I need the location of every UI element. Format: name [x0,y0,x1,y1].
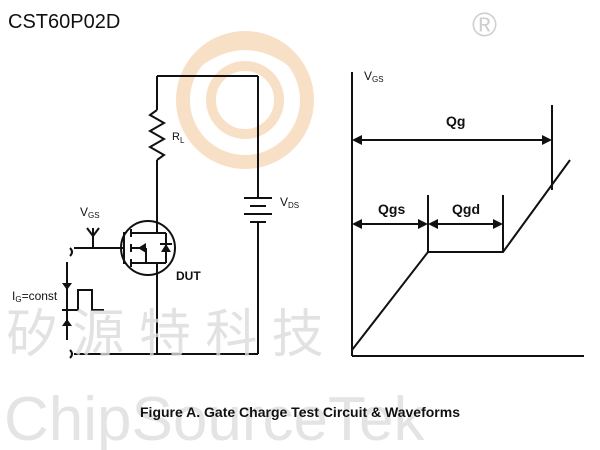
ig-label: IG=const [12,289,58,304]
watermark-latin: ChipSourceTek [4,385,425,450]
mosfet-arrow [138,243,146,253]
figure-caption: Figure A. Gate Charge Test Circuit & Wav… [140,404,460,420]
vgs-curve [351,159,571,351]
waveform-axis-label: VGS [364,69,384,84]
gate-charge-waveform [351,72,584,357]
vds-label: VDS [280,195,299,210]
qgs-label: Qgs [378,201,405,217]
gate-current-step [62,289,104,311]
qgd-label: Qgd [452,201,480,217]
watermark-chinese: 矽 源 特 科 技 [6,306,324,364]
rl-label: RL [172,131,185,145]
dut-label: DUT [176,269,201,283]
vgs-label: VGS [80,205,100,220]
diode-triangle [161,244,171,252]
test-circuit [62,75,272,359]
registered-mark: ® [472,6,497,44]
part-number: CST60P02D [8,11,120,33]
watermark-logo [176,31,314,169]
qg-label: Qg [446,113,465,129]
resistor-rl [147,109,167,161]
